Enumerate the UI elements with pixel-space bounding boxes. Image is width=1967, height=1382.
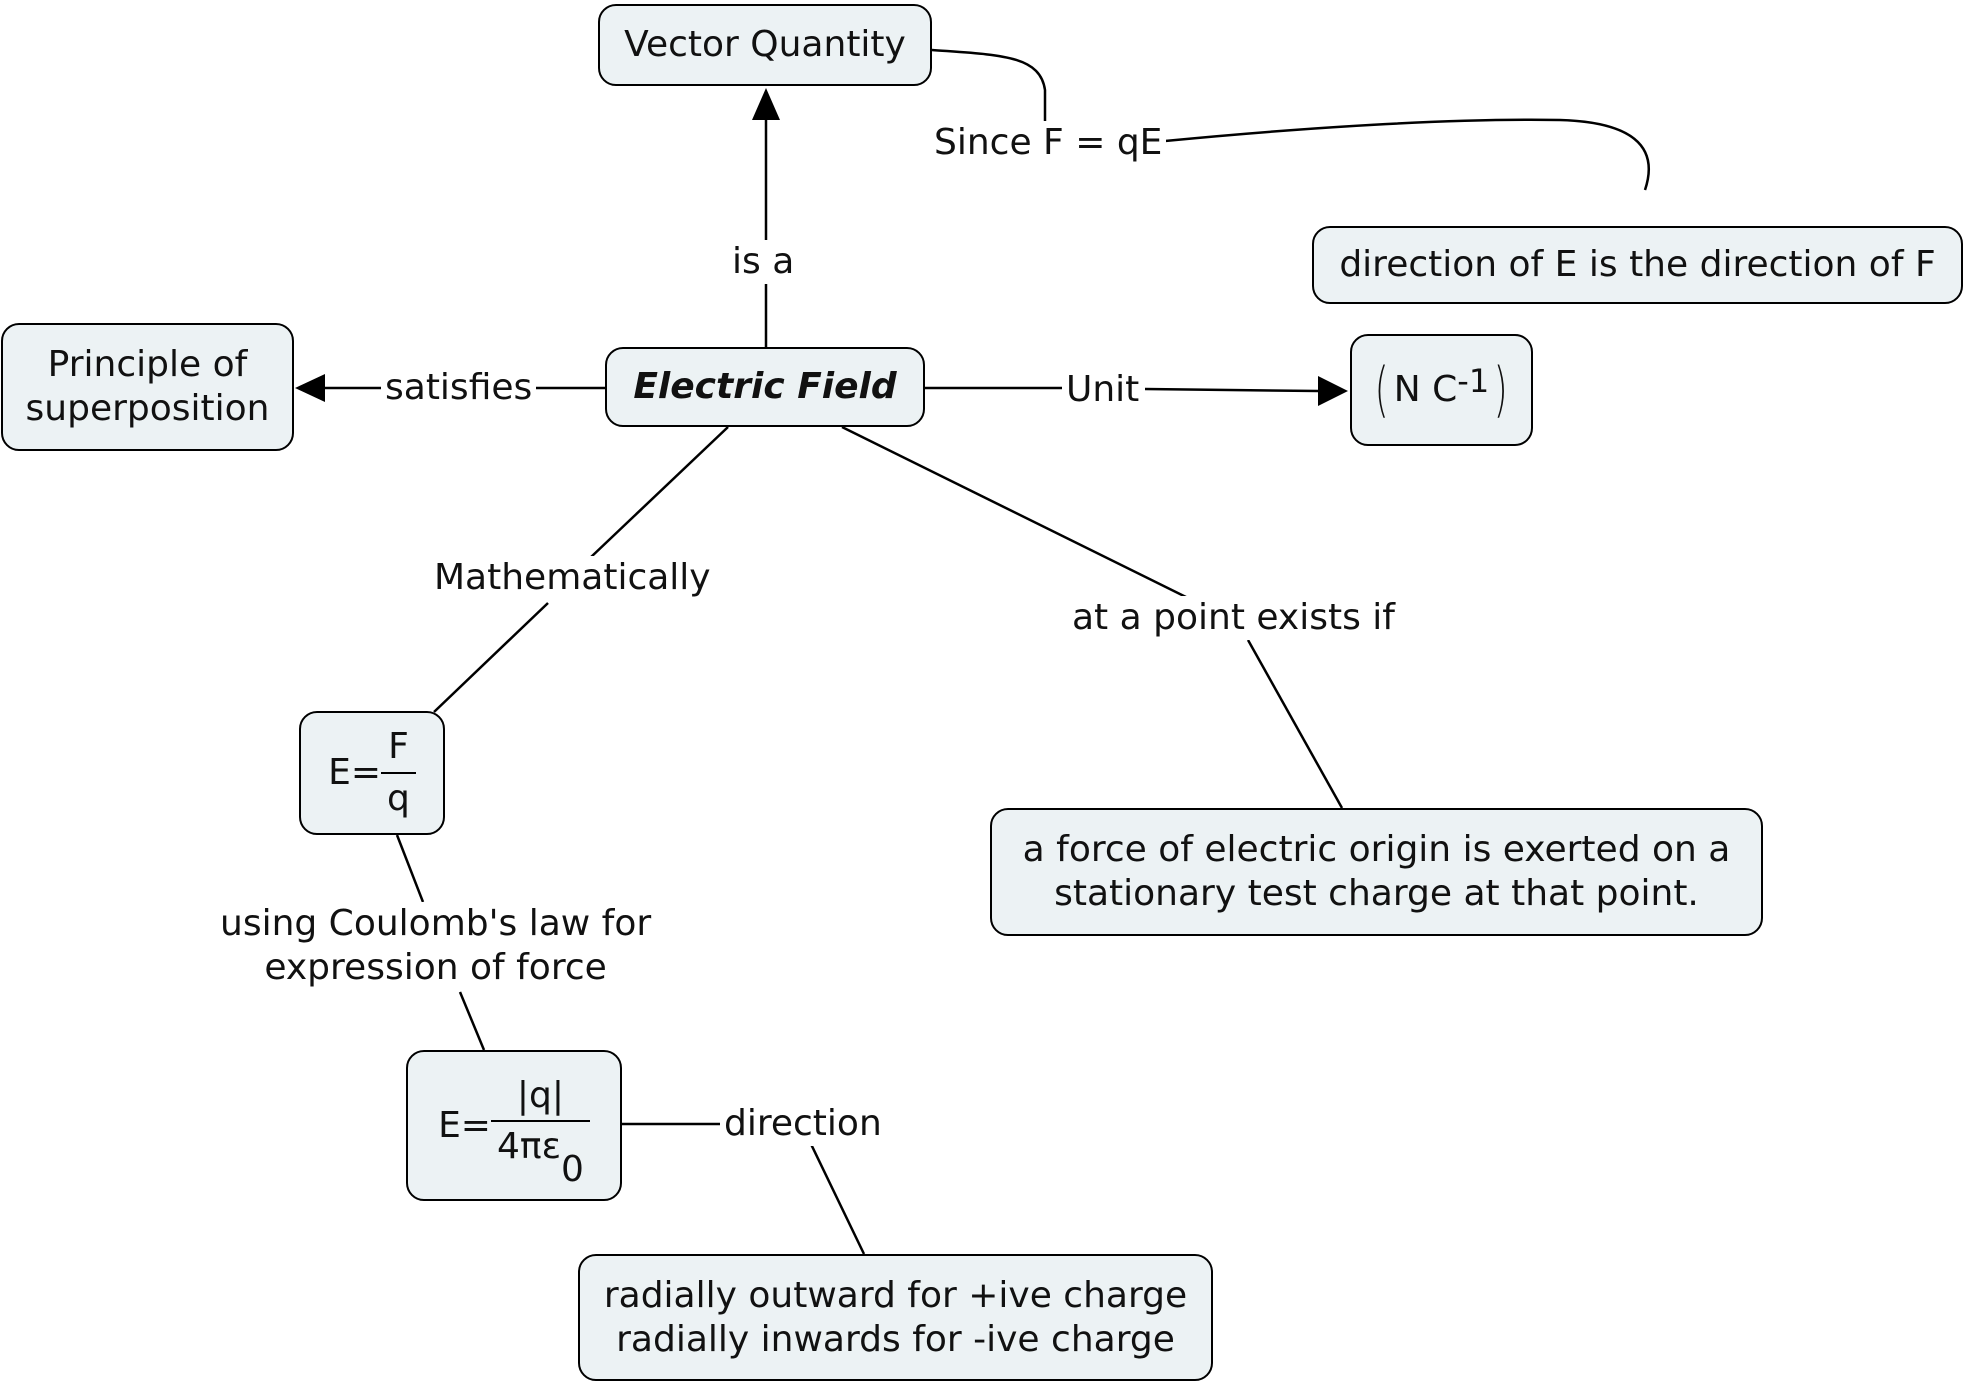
link-center-to-mathematically xyxy=(589,426,729,559)
link-label-coulombs-law: using Coulomb's law for expression of fo… xyxy=(216,902,656,990)
eq2-numerator: |q| xyxy=(516,1074,565,1116)
link-vector-to-since xyxy=(931,48,1047,125)
node-principle-of-superposition[interactable]: Principle of superposition xyxy=(1,323,294,451)
link-label-satisfies: satisfies xyxy=(381,366,537,410)
superposition-label: Principle of superposition xyxy=(25,344,270,429)
eq2-denominator: 4πε0 xyxy=(490,1120,590,1190)
node-unit-value[interactable]: ( N C -1 ) xyxy=(1350,334,1533,446)
node-vector-quantity[interactable]: Vector Quantity xyxy=(598,4,932,86)
link-label-direction: direction xyxy=(720,1102,886,1146)
node-direction-of-e[interactable]: direction of E is the direction of F xyxy=(1312,226,1963,304)
node-equation-coulomb-field[interactable]: E= |q| 4πε0 xyxy=(406,1050,622,1201)
radial-line-2: radially inwards for -ive charge xyxy=(616,1318,1175,1360)
eq2-lhs: E= xyxy=(438,1104,491,1146)
radial-line-1: radially outward for +ive charge xyxy=(603,1274,1188,1316)
unit-close-paren: ) xyxy=(1493,355,1508,425)
unit-exponent: -1 xyxy=(1457,362,1490,401)
link-since-to-direction xyxy=(1164,118,1650,191)
arrowhead-left xyxy=(295,374,325,402)
link-label-since-f-equals-qe: Since F = qE xyxy=(930,121,1167,165)
link-eq1-to-coulomb xyxy=(395,834,425,903)
equation-1: E= F q xyxy=(328,725,416,821)
node-equation-e-equals-f-over-q[interactable]: E= F q xyxy=(299,711,445,835)
link-label-mathematically: Mathematically xyxy=(430,556,715,600)
equation-2: E= |q| 4πε0 xyxy=(438,1074,590,1190)
eq1-numerator: F xyxy=(388,726,409,768)
node-radial-direction[interactable]: radially outward for +ive charge radiall… xyxy=(578,1254,1213,1381)
arrowhead-right xyxy=(1318,376,1348,406)
node-force-condition[interactable]: a force of electric origin is exerted on… xyxy=(990,808,1763,936)
unit-open-paren: ( xyxy=(1375,355,1390,425)
force-condition-label: a force of electric origin is exerted on… xyxy=(1022,829,1731,914)
link-unit-label-to-unit xyxy=(1144,387,1319,393)
link-direction-to-radial xyxy=(808,1141,866,1255)
unit-expression: ( N C -1 ) xyxy=(1370,360,1512,420)
electric-field-label: Electric Field xyxy=(633,366,897,408)
node-electric-field[interactable]: Electric Field xyxy=(605,347,925,427)
eq1-denominator: q xyxy=(381,772,416,821)
unit-main: N C xyxy=(1393,369,1458,411)
link-label-is-a: is a xyxy=(728,240,799,284)
link-label-at-a-point-exists-if: at a point exists if xyxy=(1068,596,1399,640)
coulomb-line-1: using Coulomb's law for xyxy=(220,903,652,944)
coulomb-line-2: expression of force xyxy=(264,946,607,988)
arrowhead-up xyxy=(752,88,780,120)
link-coulomb-to-eq2 xyxy=(458,991,486,1051)
vector-quantity-label: Vector Quantity xyxy=(624,24,906,66)
link-label-unit: Unit xyxy=(1062,368,1144,412)
eq2-denominator-main: 4πε xyxy=(496,1126,562,1168)
eq1-lhs: E= xyxy=(328,752,382,794)
eq2-denominator-subscript: 0 xyxy=(561,1148,584,1190)
direction-fact-label: direction of E is the direction of F xyxy=(1339,244,1936,286)
link-exists-if-to-condition xyxy=(1246,639,1344,809)
link-mathematically-to-eq1 xyxy=(433,602,549,713)
link-center-to-exists-if xyxy=(841,425,1193,602)
eq1-fraction: F q xyxy=(381,725,416,821)
eq2-fraction: |q| 4πε0 xyxy=(490,1074,590,1190)
